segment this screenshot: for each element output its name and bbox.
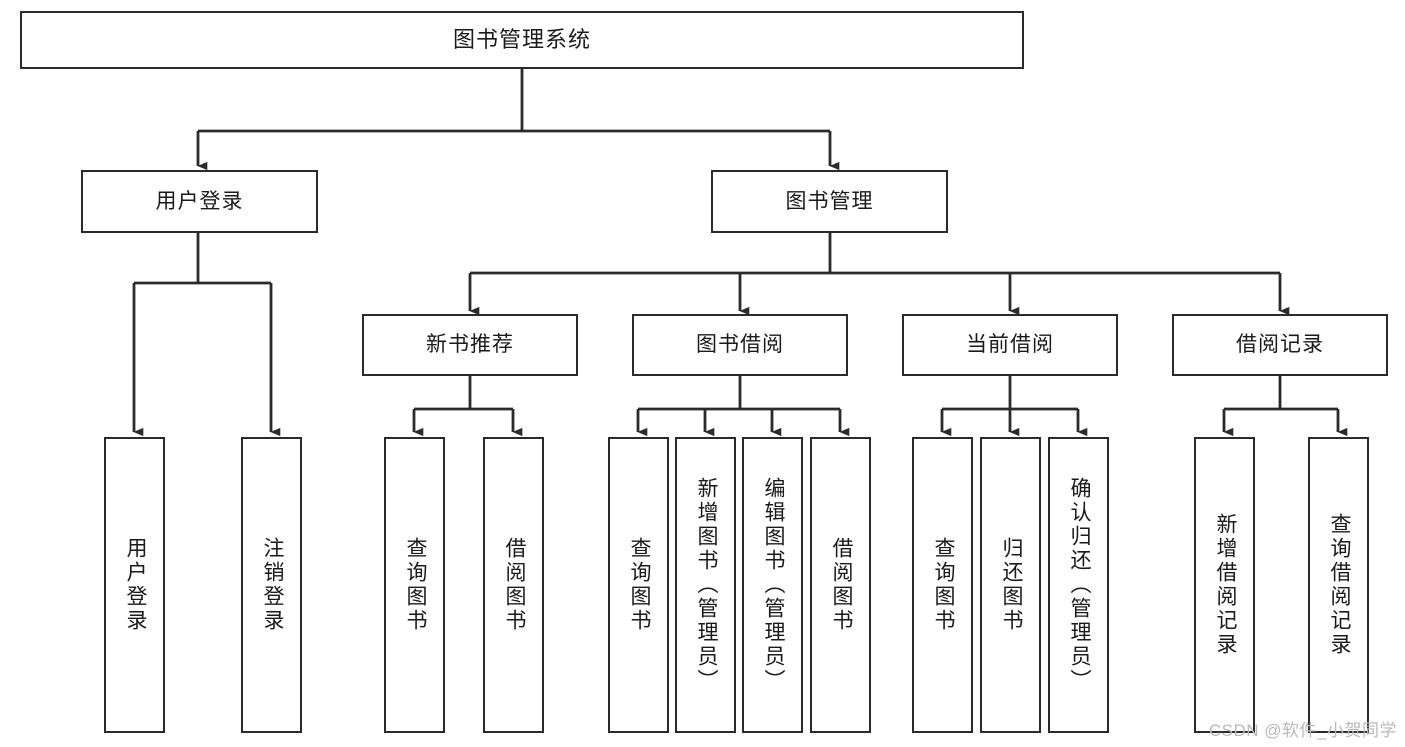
node-label: 用户登录: [123, 537, 147, 633]
node-label: 查询图书: [931, 537, 955, 633]
node-label: 当前借阅: [966, 333, 1054, 357]
node-leaf-borrow-book[interactable]: 借阅图书: [810, 437, 871, 733]
node-label: 借阅记录: [1236, 333, 1324, 357]
node-label: 借阅图书: [829, 537, 853, 633]
node-new-book-recommendation[interactable]: 新书推荐: [362, 314, 578, 376]
node-book-borrowing[interactable]: 图书借阅: [632, 314, 848, 376]
node-leaf-add-book-admin[interactable]: 新增图书（管理员）: [675, 437, 736, 733]
node-label: 借阅图书: [502, 537, 526, 633]
node-label: 用户登录: [155, 189, 244, 213]
node-leaf-query-book-new[interactable]: 查询图书: [384, 437, 445, 733]
node-borrow-records[interactable]: 借阅记录: [1172, 314, 1388, 376]
node-label: 图书管理: [785, 189, 874, 213]
node-root-system[interactable]: 图书管理系统: [20, 11, 1024, 69]
node-leaf-borrow-book-new[interactable]: 借阅图书: [483, 437, 544, 733]
node-leaf-user-login[interactable]: 用户登录: [104, 437, 165, 733]
node-label: 注销登录: [260, 537, 284, 633]
node-label: 查询图书: [403, 537, 427, 633]
node-leaf-query-book-current[interactable]: 查询图书: [912, 437, 973, 733]
node-leaf-confirm-return-admin[interactable]: 确认归还（管理员）: [1048, 437, 1109, 733]
node-user-login[interactable]: 用户登录: [81, 170, 318, 233]
node-leaf-query-borrow-record[interactable]: 查询借阅记录: [1308, 437, 1369, 733]
node-label: 新书推荐: [426, 333, 514, 357]
node-label: 编辑图书（管理员）: [761, 477, 785, 693]
node-label: 归还图书: [999, 537, 1023, 633]
node-label: 新增借阅记录: [1213, 513, 1237, 657]
node-label: 查询借阅记录: [1327, 513, 1351, 657]
node-leaf-return-book[interactable]: 归还图书: [980, 437, 1041, 733]
node-leaf-logout-login[interactable]: 注销登录: [241, 437, 302, 733]
node-current-borrowing[interactable]: 当前借阅: [902, 314, 1118, 376]
node-label: 图书借阅: [696, 333, 784, 357]
node-leaf-add-borrow-record[interactable]: 新增借阅记录: [1194, 437, 1255, 733]
node-label: 查询图书: [627, 537, 651, 633]
node-leaf-query-book-borrow[interactable]: 查询图书: [608, 437, 669, 733]
node-label: 确认归还（管理员）: [1067, 477, 1091, 693]
node-label: 新增图书（管理员）: [694, 477, 718, 693]
node-book-management[interactable]: 图书管理: [711, 170, 948, 233]
node-label: 图书管理系统: [452, 26, 591, 52]
watermark-text: CSDN @软件_小贺同学: [1208, 721, 1397, 740]
node-leaf-edit-book-admin[interactable]: 编辑图书（管理员）: [742, 437, 803, 733]
